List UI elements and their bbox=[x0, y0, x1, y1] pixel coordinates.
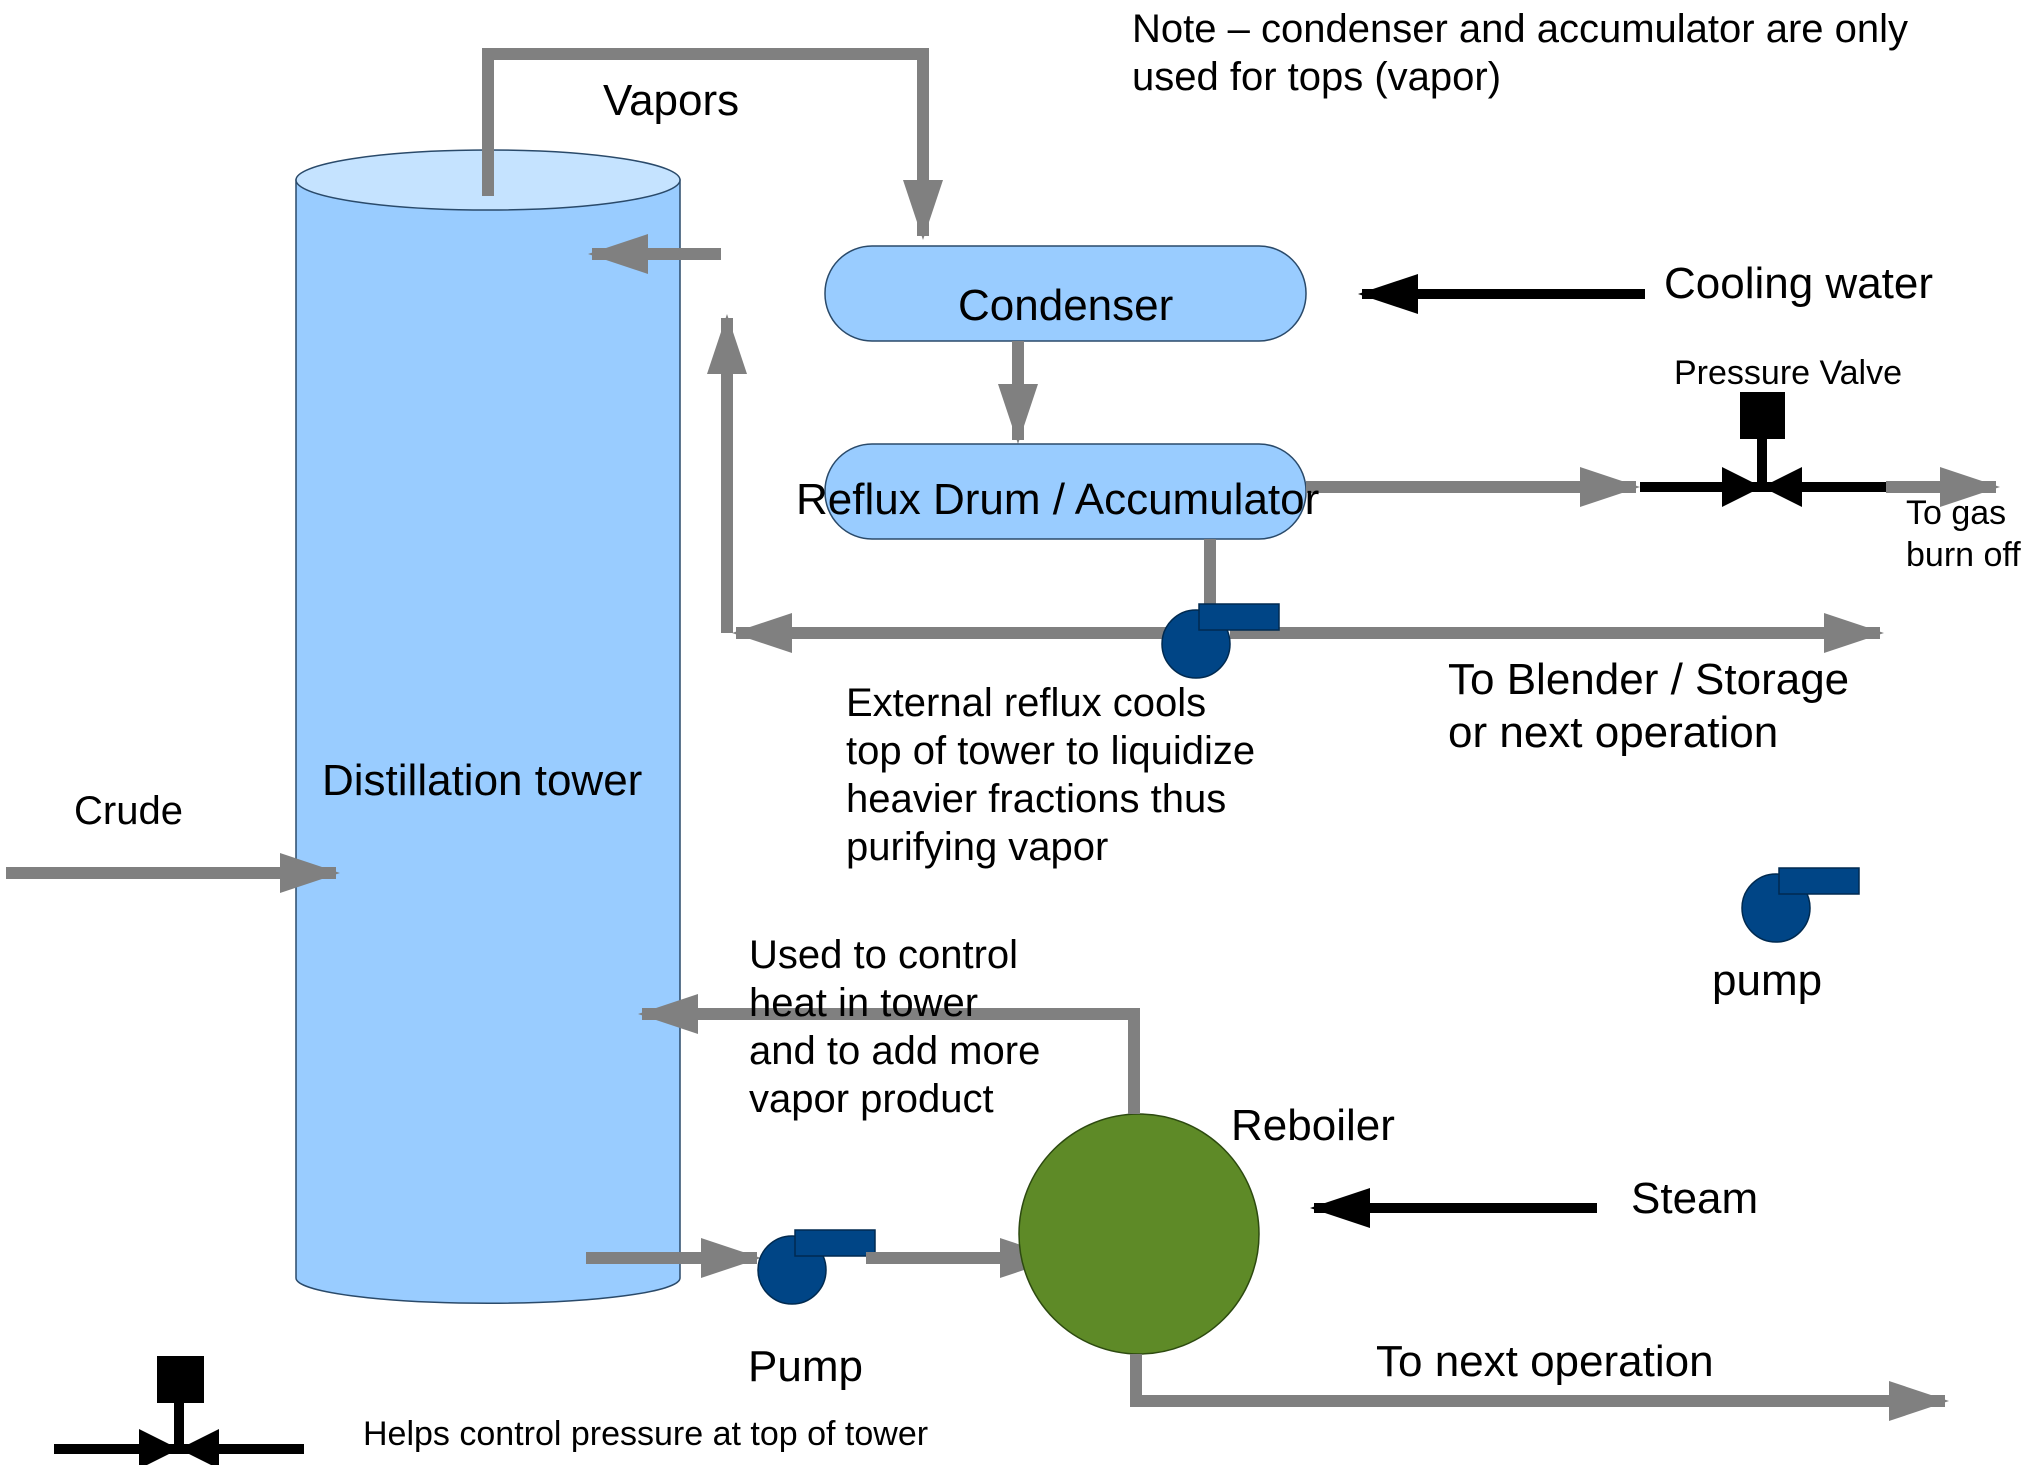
blender-storage-label-line-1: To Blender / Storage bbox=[1448, 655, 1849, 704]
vapors-label: Vapors bbox=[603, 76, 739, 125]
distillation-tower-label: Distillation tower bbox=[322, 756, 642, 805]
condenser-label: Condenser bbox=[958, 281, 1173, 330]
steam-label: Steam bbox=[1631, 1174, 1758, 1223]
ext-reflux-line-1: External reflux cools bbox=[846, 681, 1206, 725]
note-line-2: used for tops (vapor) bbox=[1132, 55, 1501, 99]
next-operation-label: To next operation bbox=[1376, 1337, 1714, 1386]
pump-legend-label: pump bbox=[1712, 956, 1822, 1005]
vapors-pipe bbox=[482, 48, 943, 240]
reboiler-label: Reboiler bbox=[1231, 1101, 1395, 1150]
next-operation-pipe bbox=[1130, 1354, 1949, 1421]
note-line-1: Note – condenser and accumulator are onl… bbox=[1132, 7, 1908, 51]
reflux-drum-label: Reflux Drum / Accumulator bbox=[796, 475, 1319, 524]
ext-reflux-line-2: top of tower to liquidize bbox=[846, 729, 1255, 773]
bottoms-pump-icon bbox=[757, 1229, 876, 1305]
pump-legend-icon bbox=[1741, 867, 1860, 943]
valve-legend-label: Helps control pressure at top of tower bbox=[363, 1415, 928, 1453]
crude-label: Crude bbox=[74, 789, 183, 833]
pressure-valve-icon bbox=[1640, 392, 1886, 507]
cooling-water-label: Cooling water bbox=[1664, 259, 1933, 308]
reboiler-vessel bbox=[1018, 1113, 1260, 1355]
ext-reflux-line-4: purifying vapor bbox=[846, 825, 1108, 869]
blender-storage-label-line-2: or next operation bbox=[1448, 708, 1778, 757]
control-heat-line-4: vapor product bbox=[749, 1077, 994, 1121]
valve-legend-icon bbox=[54, 1356, 304, 1465]
condenser-vessel bbox=[824, 245, 1307, 342]
reboiler-return-pipe bbox=[638, 994, 1140, 1114]
distillation-tower bbox=[295, 149, 681, 1305]
control-heat-line-3: and to add more bbox=[749, 1029, 1040, 1073]
to-gas-label-line-1: To gas bbox=[1906, 494, 2006, 532]
to-gas-label-line-2: burn off bbox=[1906, 536, 2021, 574]
control-heat-line-2: heat in tower bbox=[749, 981, 978, 1025]
control-heat-line-1: Used to control bbox=[749, 933, 1018, 977]
ext-reflux-line-3: heavier fractions thus bbox=[846, 777, 1226, 821]
pump-label: Pump bbox=[748, 1342, 863, 1391]
reflux-pump-icon bbox=[1161, 603, 1280, 679]
pressure-valve-label: Pressure Valve bbox=[1674, 354, 1902, 392]
